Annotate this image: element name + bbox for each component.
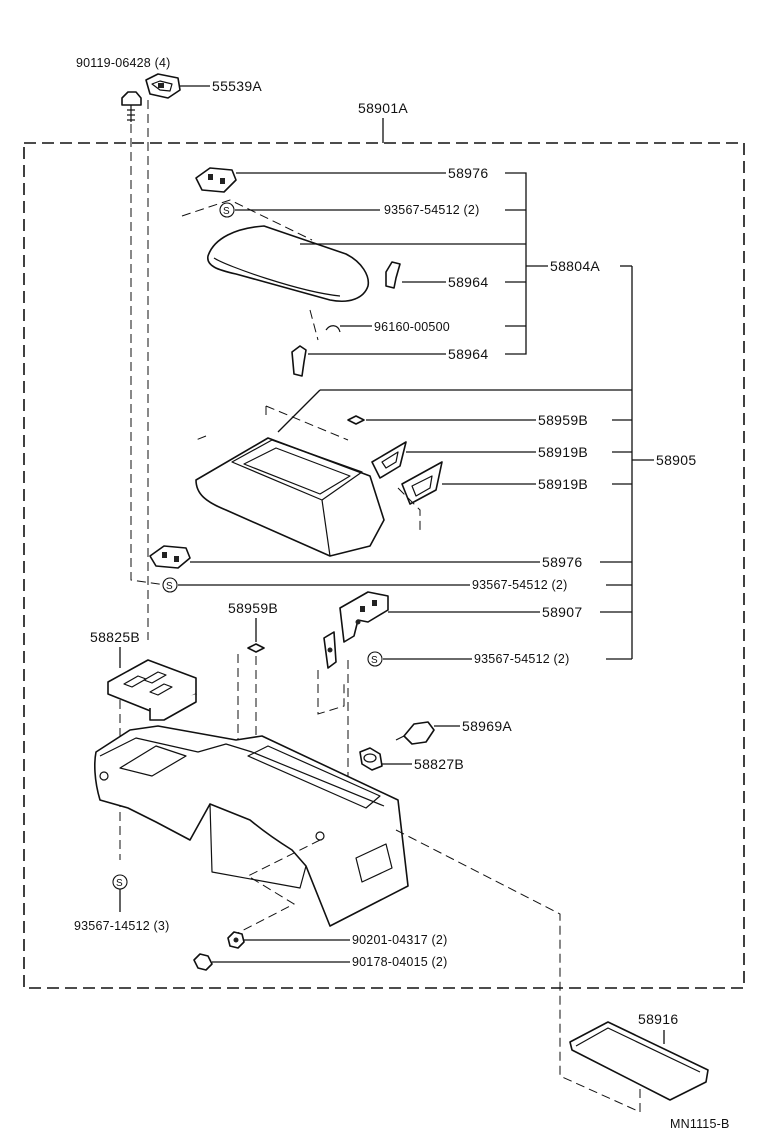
label-58916: 58916 [638,1011,678,1027]
label-58959B-b: 58959B [228,600,278,616]
screw-symbol-bottom: S [116,878,123,889]
hinge-pin-58964-b-icon [291,345,307,377]
hinge-pin-58964-a-icon [385,261,401,289]
drawing-code: MN1115-B [670,1117,730,1131]
cap-90178-icon [193,953,213,971]
label-58976-mid: 58976 [542,554,582,570]
console-box-icon [195,437,385,557]
label-90201-04317: 90201-04317 (2) [352,933,447,947]
bracket-58907-icon [323,591,389,669]
label-55539A: 55539A [212,78,262,94]
plate-58919B-b-icon [401,461,443,505]
nut-90201-icon [227,931,245,949]
plate-58919B-a-icon [371,441,407,479]
label-93567-14512: 93567-14512 (3) [74,919,169,933]
label-93567-54512-low: 93567-54512 (2) [474,652,569,666]
label-58905: 58905 [656,452,696,468]
bolt-90119-icon [121,91,142,122]
screw-symbol-top: S [223,206,230,217]
label-58827B: 58827B [414,756,464,772]
label-90178-04015: 90178-04015 (2) [352,955,447,969]
label-96160-00500: 96160-00500 [374,320,450,334]
switch-bezel-58825B-icon [107,659,197,721]
label-58804A: 58804A [550,258,600,274]
label-58959B-a: 58959B [538,412,588,428]
retainer-96160-icon [325,325,341,333]
label-58901A: 58901A [358,100,408,116]
knob-58969A-icon [395,721,435,745]
label-58964-b: 58964 [448,346,488,362]
label-58907: 58907 [542,604,582,620]
label-58825B: 58825B [90,629,140,645]
assembly-frame [23,142,745,989]
pad-58959B-a-icon [347,415,365,425]
label-58919B-b: 58919B [538,476,588,492]
label-93567-54512-top: 93567-54512 (2) [384,203,479,217]
screw-symbol-mid: S [166,581,173,592]
plug-58827B-icon [359,747,383,771]
label-58919B-a: 58919B [538,444,588,460]
console-body-icon [94,725,409,927]
clip-55539A-icon [145,73,181,99]
mat-58916-icon [569,1021,709,1101]
label-58969A: 58969A [462,718,512,734]
label-90119-06428: 90119-06428 (4) [76,56,171,70]
label-58976-top: 58976 [448,165,488,181]
hinge-58976-top-icon [195,167,237,193]
pad-58959B-b-icon [247,643,265,653]
armrest-lid-icon [207,225,370,302]
screw-symbol-low: S [371,655,378,666]
label-93567-54512-mid: 93567-54512 (2) [472,578,567,592]
label-58964-a: 58964 [448,274,488,290]
hinge-58976-mid-icon [149,545,191,569]
